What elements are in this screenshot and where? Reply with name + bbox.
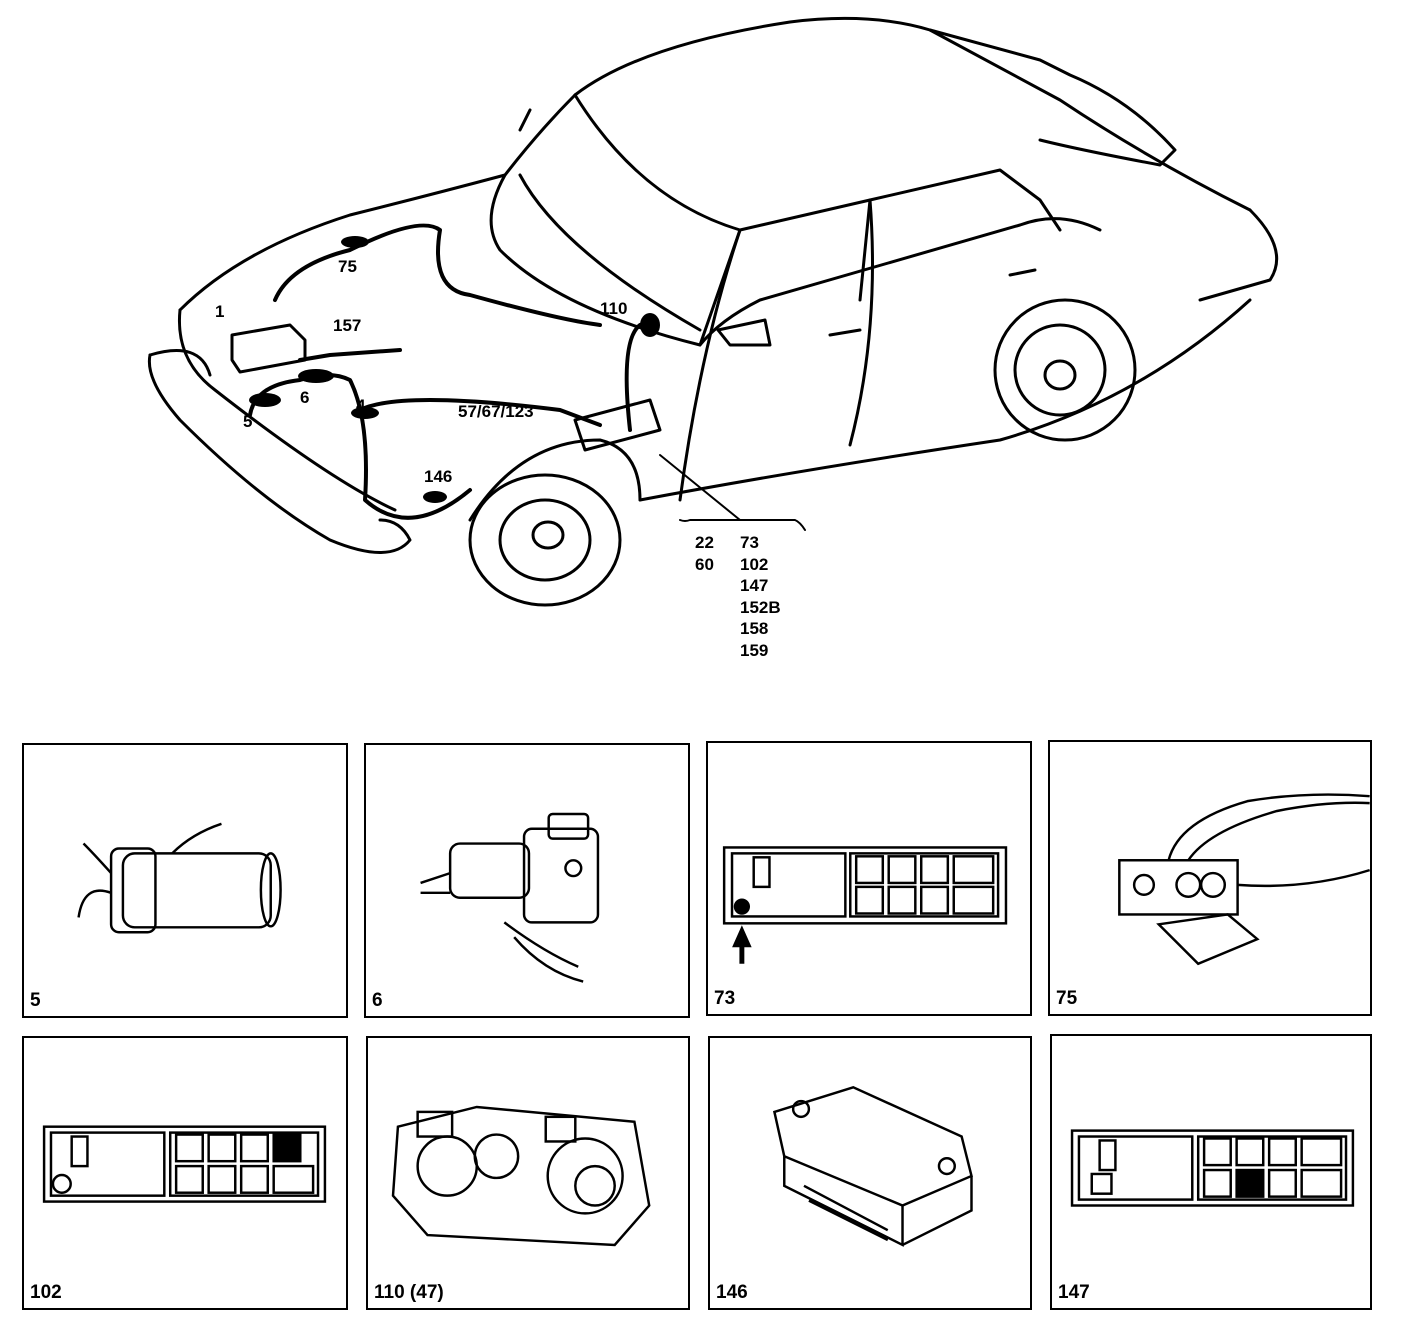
callout-75: 75: [338, 257, 357, 276]
fusebox-left-item: 22: [695, 533, 714, 552]
panel-label: 146: [716, 1282, 748, 1303]
car-overview-diagram: 1 75 157 110 6 4 5 57/67/123 146 22 60 7…: [147, 16, 1279, 661]
fusebox-right-item: 73: [740, 533, 759, 552]
panel-label: 102: [30, 1282, 62, 1303]
instrument-cluster-icon: [391, 1105, 651, 1247]
panel-label: 6: [372, 990, 383, 1011]
panel-6: 6: [364, 743, 690, 1018]
panel-146: 146: [708, 1036, 1032, 1310]
callout-146: 146: [424, 467, 453, 486]
fusebox-right-list: 73 102 147 152B 158 159: [740, 532, 781, 661]
panel-label: 5: [30, 990, 41, 1011]
callout-157: 157: [333, 316, 362, 335]
panel-110: 110 (47): [366, 1036, 690, 1310]
fusebox-right-item: 158: [740, 619, 769, 638]
fusebox-right-item: 102: [740, 554, 769, 574]
ignition-coil-icon: [77, 822, 282, 934]
fusebox-right-item: 152B: [740, 597, 781, 617]
starter-motor-icon: [420, 812, 600, 983]
callout-57-67-123: 57/67/123: [458, 402, 534, 421]
panel-102: 102: [22, 1036, 348, 1310]
callout-5: 5: [243, 412, 253, 431]
panel-5: 5: [22, 743, 348, 1018]
panel-label: 110 (47): [374, 1282, 444, 1303]
callout-4: 4: [356, 396, 366, 415]
panel-label: 147: [1058, 1282, 1090, 1303]
fusebox-right-item: 147: [740, 576, 769, 595]
fuse-box-relay-147-icon: [1070, 1129, 1355, 1207]
connector-75-icon: [1118, 793, 1370, 966]
fuse-box-relay-73-icon: [722, 846, 1008, 964]
fusebox-left-item: 60: [695, 554, 714, 574]
callout-6: 6: [300, 388, 310, 407]
fusebox-left-list: 22 60: [695, 532, 714, 575]
callout-110: 110: [600, 299, 628, 318]
callout-1: 1: [215, 302, 225, 321]
control-module-icon: [772, 1085, 973, 1247]
panel-73: 73: [706, 741, 1032, 1016]
fusebox-right-item: 159: [740, 640, 769, 660]
panel-label: 75: [1056, 988, 1078, 1009]
panel-75: 75: [1048, 740, 1372, 1016]
fuse-box-relay-102-icon: [42, 1125, 327, 1203]
panel-147: 147: [1050, 1034, 1372, 1310]
panel-label: 73: [714, 988, 736, 1009]
car-outline-drawing: [147, 16, 1279, 607]
